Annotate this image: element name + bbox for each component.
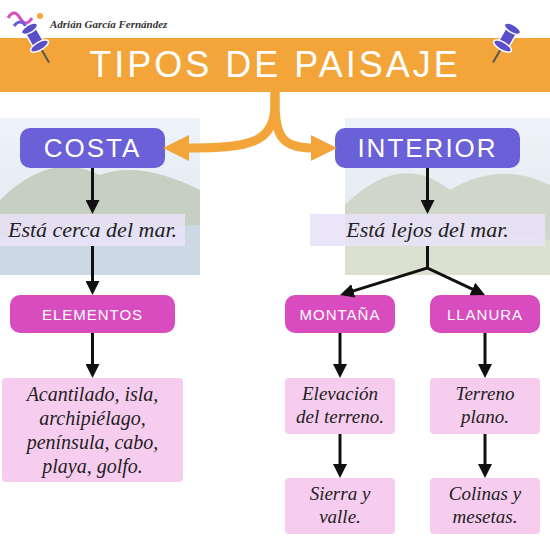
flow-arrow	[91, 168, 94, 210]
author-credit: Adrián García Fernández	[50, 18, 167, 30]
logo-scribble	[8, 13, 43, 26]
description-band: Está cerca del mar.	[0, 214, 185, 246]
node-text: Está cerca del mar.	[8, 217, 177, 243]
node-text: INTERIOR	[357, 133, 497, 164]
detail-box: Terreno plano.	[430, 378, 540, 434]
subcategory-box: ELEMENTOS	[10, 295, 175, 333]
flow-arrow	[339, 333, 342, 374]
detail-box: Colinas y mesetas.	[430, 478, 540, 534]
detail-box: Sierra y valle.	[285, 478, 395, 534]
flow-arrow	[484, 434, 487, 474]
push-pin	[19, 20, 58, 67]
detail-box: Elevación del terreno.	[285, 378, 395, 434]
split-arrow	[177, 92, 275, 148]
flow-arrow	[344, 246, 428, 294]
flow-arrow	[426, 168, 429, 210]
subcategory-box: MONTAÑA	[285, 295, 395, 333]
node-text: TIPOS DE PAISAJE	[89, 44, 460, 86]
detail-box: Acantilado, isla, archipiélago, penínsul…	[2, 378, 183, 482]
push-pin	[484, 20, 523, 67]
node-text: Acantilado, isla, archipiélago, penínsul…	[6, 382, 179, 478]
node-text: Terreno plano.	[434, 383, 536, 429]
node-text: LLANURA	[447, 306, 523, 323]
flow-arrow	[484, 333, 487, 374]
category-box: COSTA	[20, 128, 165, 168]
flow-arrow	[339, 434, 342, 474]
description-band: Está lejos del mar.	[310, 214, 545, 246]
node-text: Sierra y valle.	[289, 483, 391, 529]
node-text: COSTA	[44, 133, 142, 164]
flow-arrow	[428, 246, 482, 293]
category-box: INTERIOR	[335, 128, 520, 168]
node-text: ELEMENTOS	[42, 306, 143, 323]
node-text: Colinas y mesetas.	[434, 483, 536, 529]
flow-arrow	[91, 333, 94, 374]
split-arrow	[275, 92, 323, 148]
subcategory-box: LLANURA	[430, 295, 540, 333]
node-text: Elevación del terreno.	[289, 383, 391, 429]
flow-arrow	[91, 246, 94, 291]
coast-photo	[0, 118, 200, 275]
node-text: MONTAÑA	[300, 306, 381, 323]
title-band: TIPOS DE PAISAJE	[0, 38, 550, 92]
node-text: Está lejos del mar.	[346, 217, 509, 243]
